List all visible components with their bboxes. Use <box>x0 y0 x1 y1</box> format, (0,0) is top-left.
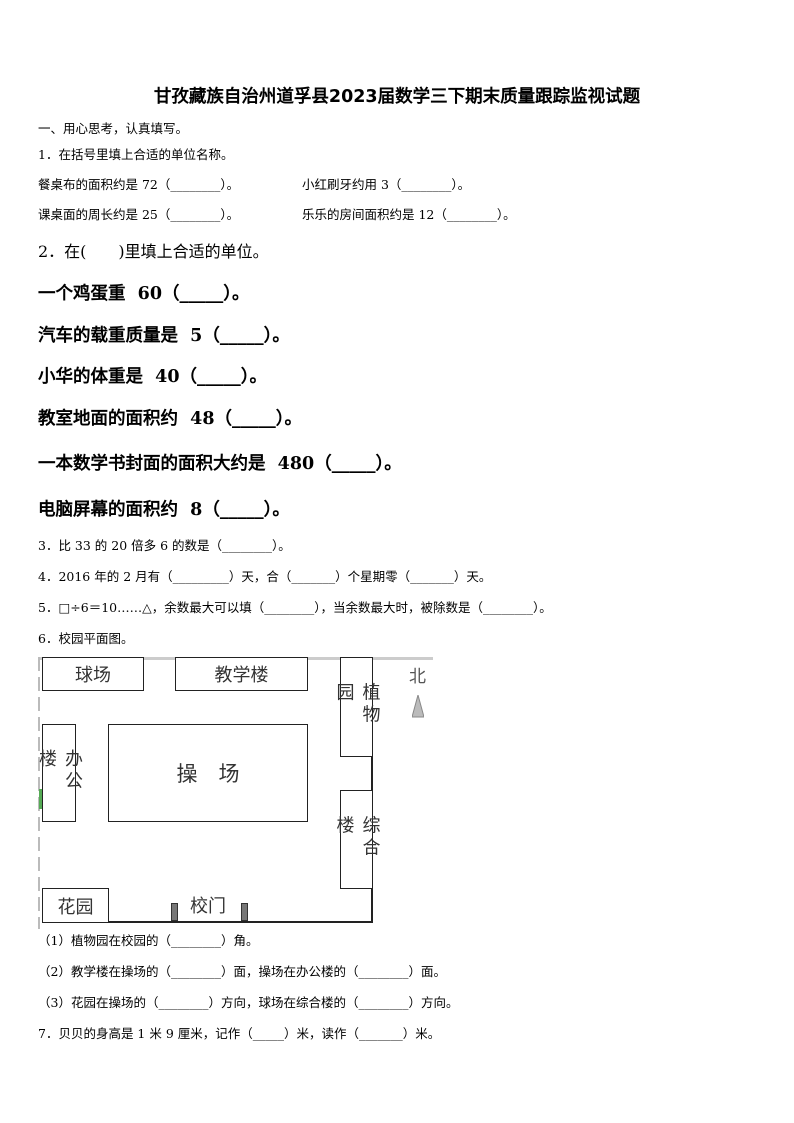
question-1a: 餐桌布的面积约是 72（________）。 <box>38 177 240 192</box>
question-2-item: 一个鸡蛋重 60（_____）。 <box>38 284 250 304</box>
building-office: 办公楼 <box>36 724 83 822</box>
north-arrow-icon <box>412 695 424 718</box>
garden-label: 花园 <box>57 896 94 918</box>
question-4: 4．2016 年的 2 月有（_________）天，合（_______）个星期… <box>38 569 492 584</box>
question-2-item: 电脑屏幕的面积约 8（_____）。 <box>38 500 290 520</box>
gate-post-right <box>241 903 248 921</box>
building-botanical: 植物园 <box>334 657 381 757</box>
area-garden: 花园 <box>42 888 109 923</box>
north-label: 北 <box>409 667 426 687</box>
map-left-marker <box>39 789 42 809</box>
section-heading: 一、用心思考，认真填写。 <box>38 121 189 136</box>
question-1-stem: 1．在括号里填上合适的单位名称。 <box>38 147 234 162</box>
teaching-label: 教学楼 <box>214 665 269 686</box>
playground-label: 操 场 <box>176 762 240 786</box>
question-6-stem: 6．校园平面图。 <box>38 631 134 646</box>
ballcourt-label: 球场 <box>75 665 111 686</box>
gate-label: 校门 <box>190 896 226 917</box>
question-2-item: 小华的体重是 40（_____）。 <box>38 367 268 387</box>
question-1d: 乐乐的房间面积约是 12（________）。 <box>302 207 516 222</box>
question-5: 5．□÷6＝10……△，余数最大可以填（________），当余数最大时，被除数… <box>38 600 552 615</box>
question-1b: 小红刷牙约用 3（________）。 <box>302 177 471 192</box>
question-3: 3．比 33 的 20 倍多 6 的数是（________）。 <box>38 538 291 553</box>
building-ballcourt: 球场 <box>42 657 144 691</box>
building-teaching: 教学楼 <box>175 657 308 691</box>
office-label: 办公楼 <box>36 749 83 793</box>
question-1c: 课桌面的周长约是 25（________）。 <box>38 207 240 222</box>
botanical-label: 植物园 <box>333 682 381 727</box>
question-2-item: 汽车的载重质量是 5（_____）。 <box>38 326 290 346</box>
complex-label: 综合楼 <box>333 815 381 860</box>
building-complex: 综合楼 <box>334 790 381 889</box>
area-playground: 操 场 <box>108 724 308 822</box>
question-2-stem: 2．在( )里填上合适的单位。 <box>38 242 269 261</box>
question-7: 7．贝贝的身高是 1 米 9 厘米，记作（_____）米，读作（_______）… <box>38 1026 441 1041</box>
question-2-item: 一本数学书封面的面积大约是 480（_____）。 <box>38 454 402 474</box>
question-6-sub1: （1）植物园在校园的（________）角。 <box>38 933 259 948</box>
page-title: 甘孜藏族自治州道孚县2023届数学三下期末质量跟踪监视试题 <box>153 87 641 107</box>
question-6-sub2: （2）教学楼在操场的（________）面，操场在办公楼的（________）面… <box>38 964 446 979</box>
map-bottom-wall <box>42 921 373 923</box>
campus-map: 球场 教学楼 植物园 北 办公楼 操 场 综合楼 花园 校门 <box>36 657 433 929</box>
question-6-sub3: （3）花园在操场的（________）方向，球场在综合楼的（________）方… <box>38 995 459 1010</box>
gate-post-left <box>171 903 178 921</box>
question-2-item: 教室地面的面积约 48（_____）。 <box>38 409 303 429</box>
